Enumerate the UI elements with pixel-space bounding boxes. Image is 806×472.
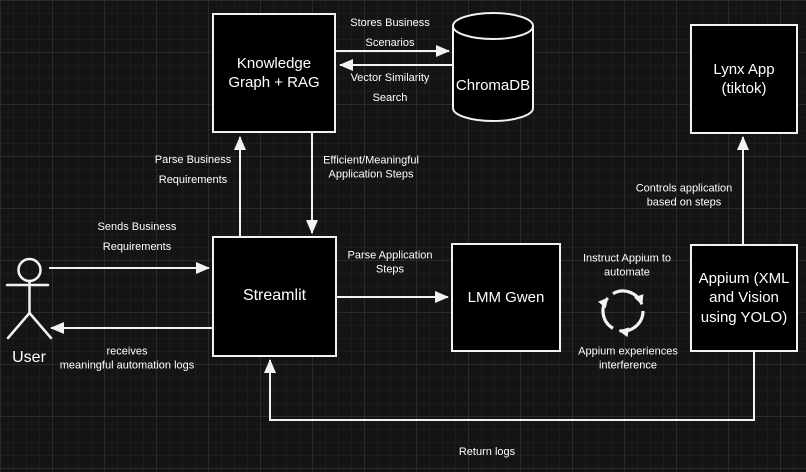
- edge-label-controls-application: Controls application based on steps: [635, 182, 733, 208]
- edge-label-parse-business-requirements: Parse Business Requirements: [154, 154, 232, 186]
- database-cylinder-icon: [452, 12, 534, 122]
- edge-label-return-logs: Return logs: [458, 446, 516, 459]
- node-chromadb: ChromaDB: [452, 12, 534, 122]
- edge-label-parse-application-steps: Parse Application Steps: [347, 249, 433, 275]
- edge-label-stores-business-scenarios: Stores Business Scenarios: [350, 17, 430, 49]
- cycle-arrows-icon: [593, 281, 645, 338]
- edge-label-appium-interference: Appium experiences interference: [578, 345, 678, 371]
- edge-return-logs: [264, 352, 755, 421]
- edge-label-efficient-meaningful-steps: Efficient/Meaningful Application Steps: [323, 154, 419, 180]
- node-lmm-gwen: LMM Gwen: [451, 243, 561, 352]
- chromadb-label: ChromaDB: [456, 77, 530, 94]
- node-knowledge-graph-rag: Knowledge Graph + RAG: [212, 13, 336, 133]
- edge-label-instruct-appium: Instruct Appium to automate: [582, 252, 672, 278]
- node-lynx-app: Lynx App (tiktok): [690, 24, 798, 134]
- edge-label-sends-business-requirements: Sends Business Requirements: [97, 221, 177, 253]
- node-appium: Appium (XML and Vision using YOLO): [690, 244, 798, 352]
- stick-figure-actor-icon: [5, 257, 53, 340]
- user-label: User: [12, 349, 46, 366]
- edge-label-vector-similarity-search: Vector Similarity Search: [350, 72, 430, 104]
- edge-label-receives-automation-logs: receives meaningful automation logs: [59, 345, 195, 371]
- node-streamlit: Streamlit: [212, 236, 337, 357]
